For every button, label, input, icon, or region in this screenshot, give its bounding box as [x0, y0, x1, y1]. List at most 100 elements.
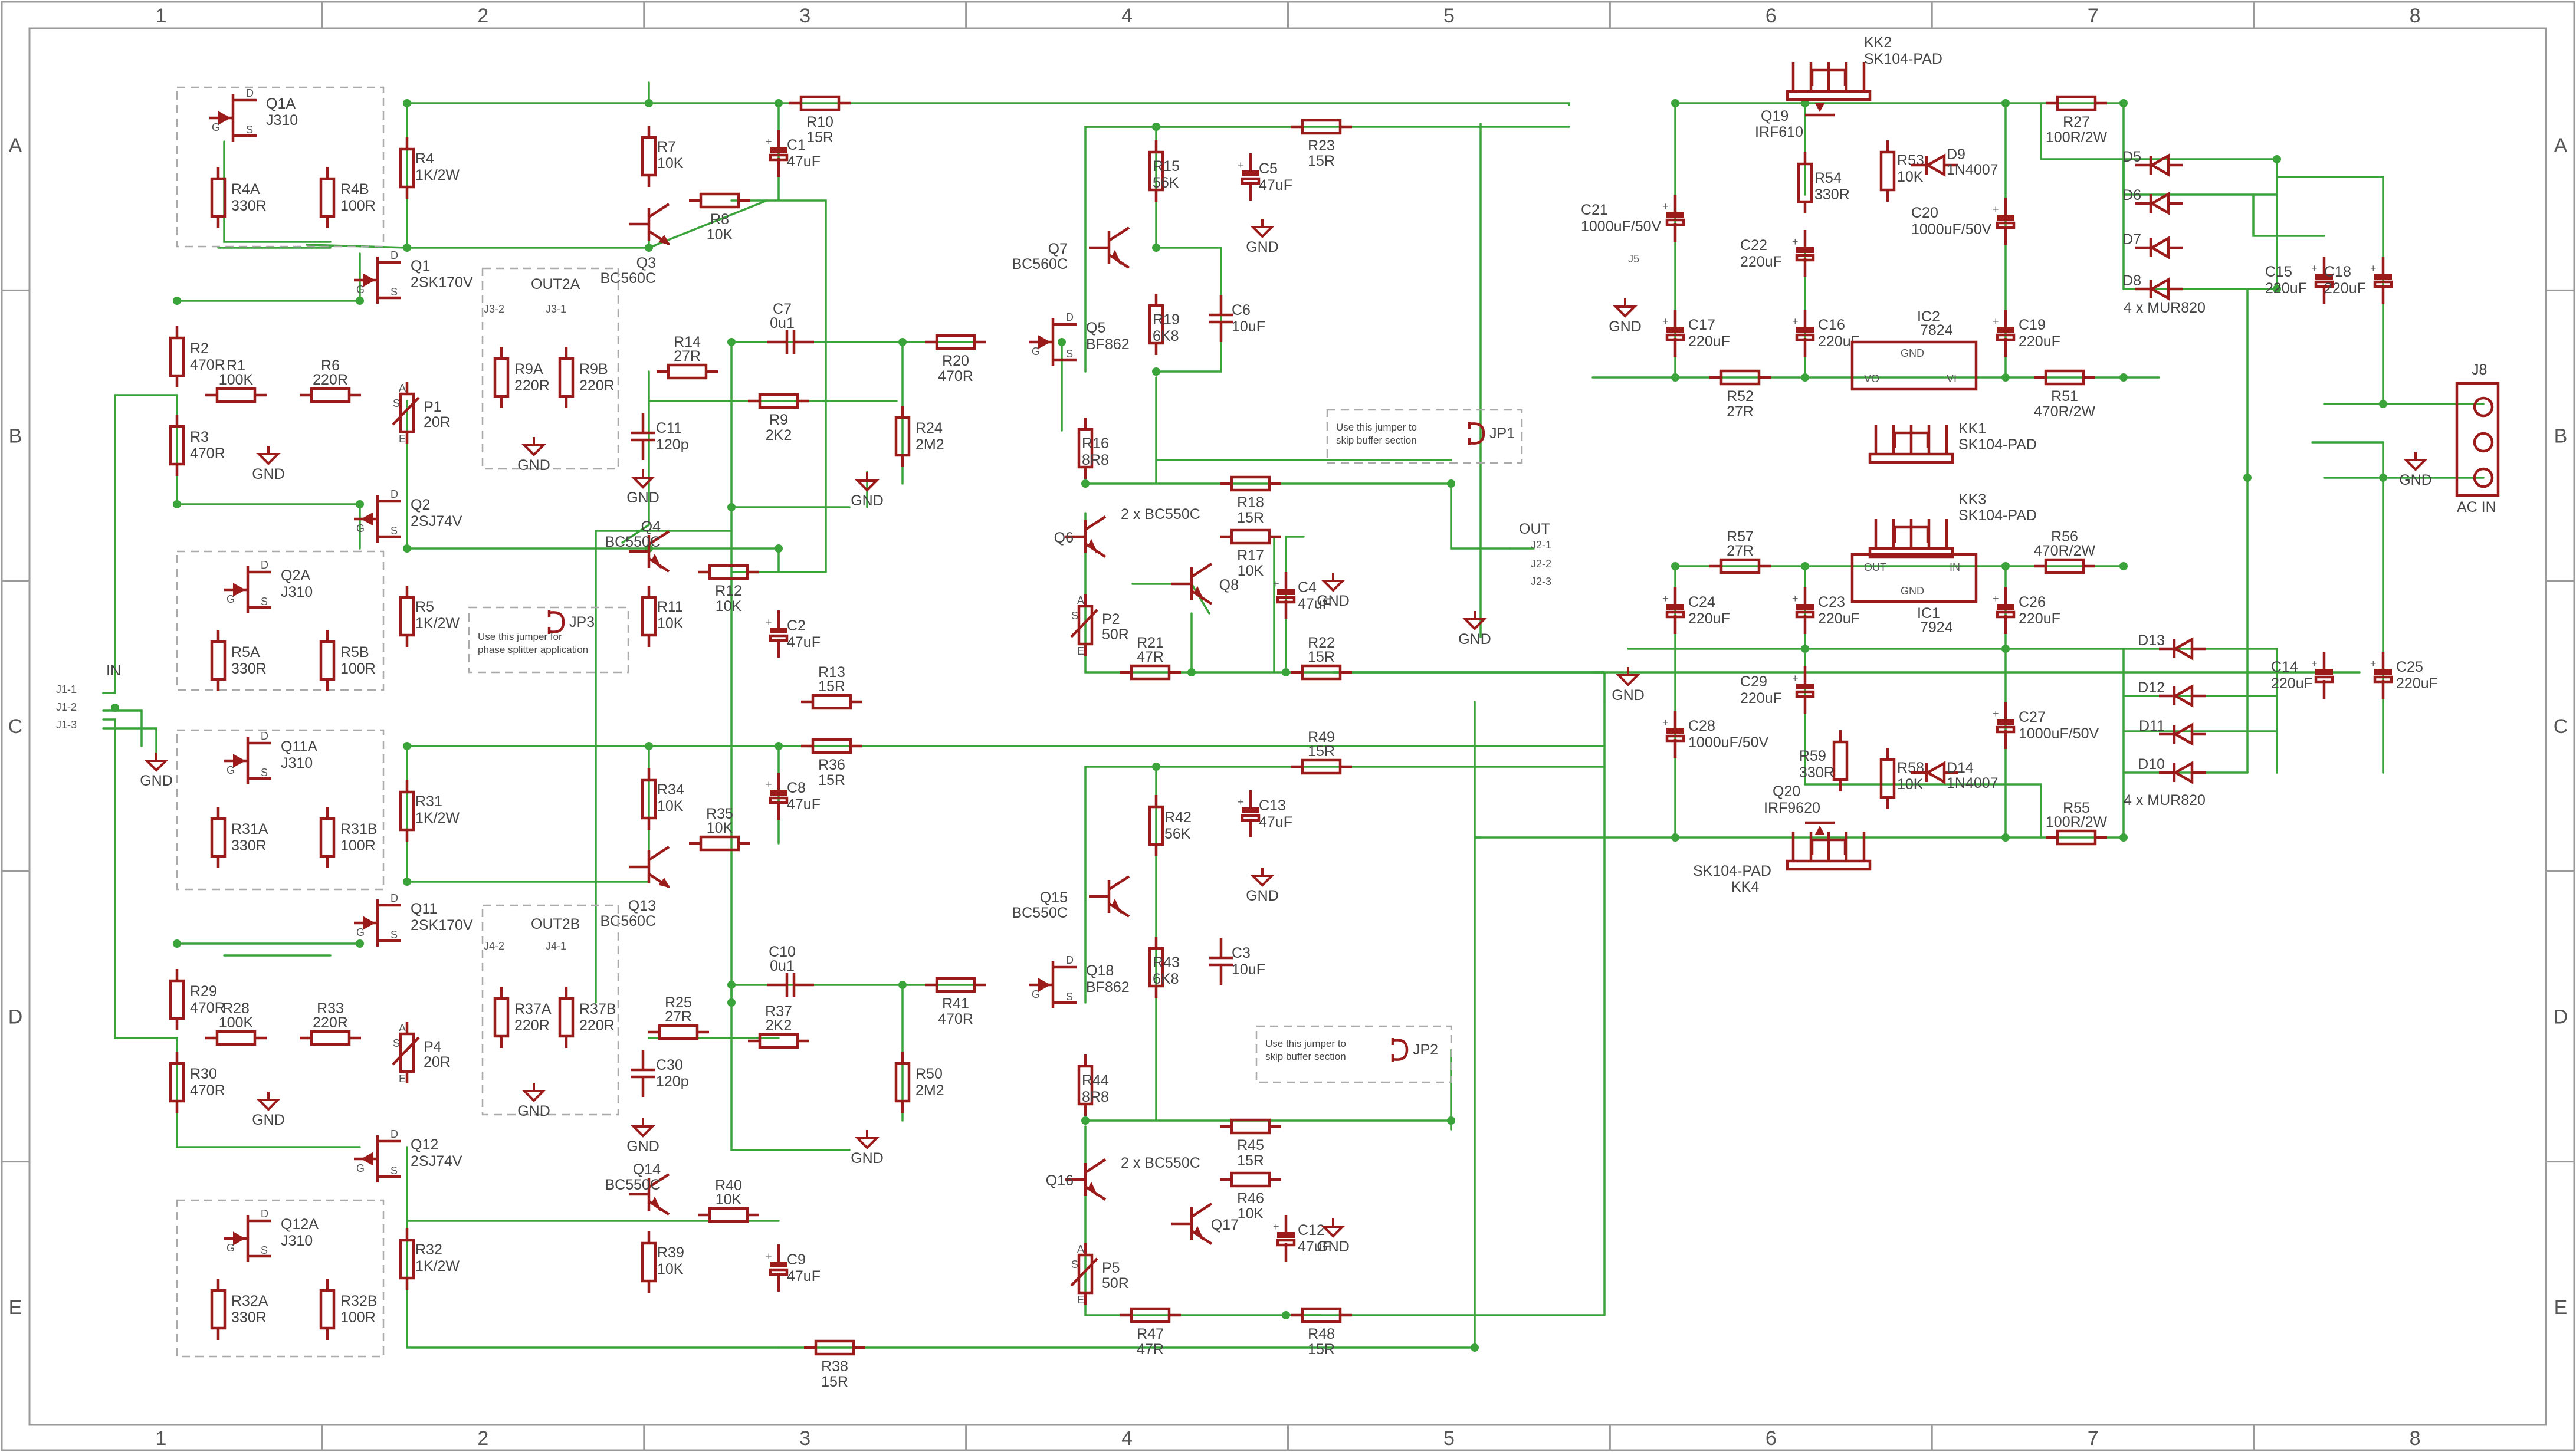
heatsink-kk1: [1868, 425, 1954, 464]
regulator-ic1: [1850, 553, 1978, 603]
grid-col-top-3: 3: [799, 5, 810, 27]
value-q4: BC550C: [605, 534, 661, 550]
pin-a: A: [399, 1022, 406, 1034]
jumper-note-jp2: [1255, 1025, 1452, 1083]
value-r7: 10K: [657, 155, 684, 172]
ref-q16: Q16: [1046, 1172, 1074, 1189]
ref-p4: P4: [424, 1039, 442, 1055]
pin-d: D: [390, 892, 398, 904]
pin-g: G: [212, 121, 220, 133]
j2-1-label: J2-1: [1531, 539, 1551, 551]
ref-c5: C5: [1259, 160, 1278, 177]
value-q2: 2SJ74V: [411, 513, 462, 530]
ref-r37a: R37A: [514, 1001, 552, 1017]
value-r4a: 330R: [231, 198, 267, 214]
ref-d14: D14: [1947, 760, 1974, 776]
value-r14: 27R: [674, 348, 701, 364]
plus-sign: +: [1662, 316, 1669, 327]
pin-s: S: [261, 767, 268, 778]
grid-row-left-C: C: [8, 715, 23, 738]
value-q16q17: 2 x BC550C: [1121, 1155, 1200, 1171]
junction-dot: [1282, 1311, 1290, 1319]
ref-r45: R45: [1237, 1137, 1264, 1154]
ref-r39: R39: [657, 1244, 684, 1261]
junction-dot: [356, 297, 364, 305]
ref-diode-d8: D8: [2122, 272, 2141, 289]
grid-col-bottom-2: 2: [477, 1427, 488, 1450]
value-q12: 2SJ74V: [411, 1153, 462, 1170]
ref-r20: R20: [942, 353, 969, 369]
junction-dot: [1671, 562, 1679, 570]
plus-sign: +: [1273, 1221, 1279, 1233]
value-r6: 220R: [313, 372, 348, 388]
junction-dot: [2001, 645, 2010, 653]
value-c4: 47uF: [1298, 596, 1331, 612]
grid-row-right-D: D: [2554, 1006, 2568, 1028]
pin-d: D: [1066, 311, 1074, 323]
ref-r4b: R4B: [340, 181, 369, 198]
wire: [406, 1146, 780, 1349]
ref-r51: R51: [2051, 388, 2078, 405]
j3-1-label: J3-1: [546, 303, 566, 315]
value-r43: 6K8: [1153, 971, 1179, 987]
pin-s: S: [393, 1037, 400, 1049]
ref-c17: C17: [1688, 317, 1715, 333]
note-jp1-line2: skip buffer section: [1336, 435, 1417, 446]
value-p4: 20R: [424, 1054, 451, 1070]
note-jp3-line2: phase splitter application: [478, 644, 588, 655]
pin-s: S: [1066, 991, 1073, 1003]
ref-r13: R13: [818, 664, 845, 681]
junction-dot: [727, 503, 736, 511]
junction-dot: [1801, 562, 1809, 570]
value-r41: 470R: [938, 1011, 973, 1027]
pin-s: S: [1066, 348, 1073, 360]
junction-dot: [2119, 833, 2128, 842]
pin-s: S: [1071, 1259, 1078, 1270]
wire: [730, 199, 827, 573]
value-r58: 10K: [1897, 776, 1924, 793]
plus-sign: +: [1993, 593, 1999, 605]
transistor-q16: Q16: [1046, 1158, 1107, 1201]
ref-r27: R27: [2063, 114, 2090, 130]
plus-sign: +: [1792, 672, 1799, 684]
value-c5: 47uF: [1259, 177, 1292, 193]
ref-p5: P5: [1102, 1260, 1120, 1276]
heatsink-kk3: [1868, 519, 1954, 559]
pin-g: G: [1032, 346, 1040, 357]
ground-symbol: GND: [851, 472, 884, 509]
junction-dot: [403, 544, 411, 553]
value-r28: 100K: [219, 1014, 254, 1031]
junction-dot: [2001, 562, 2010, 570]
value-c23: 220uF: [1818, 610, 1860, 627]
ref-r44: R44: [1082, 1072, 1109, 1089]
value-r4b: 100R: [340, 198, 376, 214]
grid-row-right-B: B: [2554, 425, 2568, 448]
junction-dot: [645, 244, 653, 252]
ref-c9: C9: [787, 1251, 806, 1268]
ref-r42: R42: [1164, 809, 1192, 826]
ref-r7: R7: [657, 139, 676, 155]
jumper-note-jp1: [1326, 409, 1523, 464]
ref-ic1: IC1: [1917, 605, 1940, 622]
value-r55: 100R/2W: [2046, 814, 2108, 830]
